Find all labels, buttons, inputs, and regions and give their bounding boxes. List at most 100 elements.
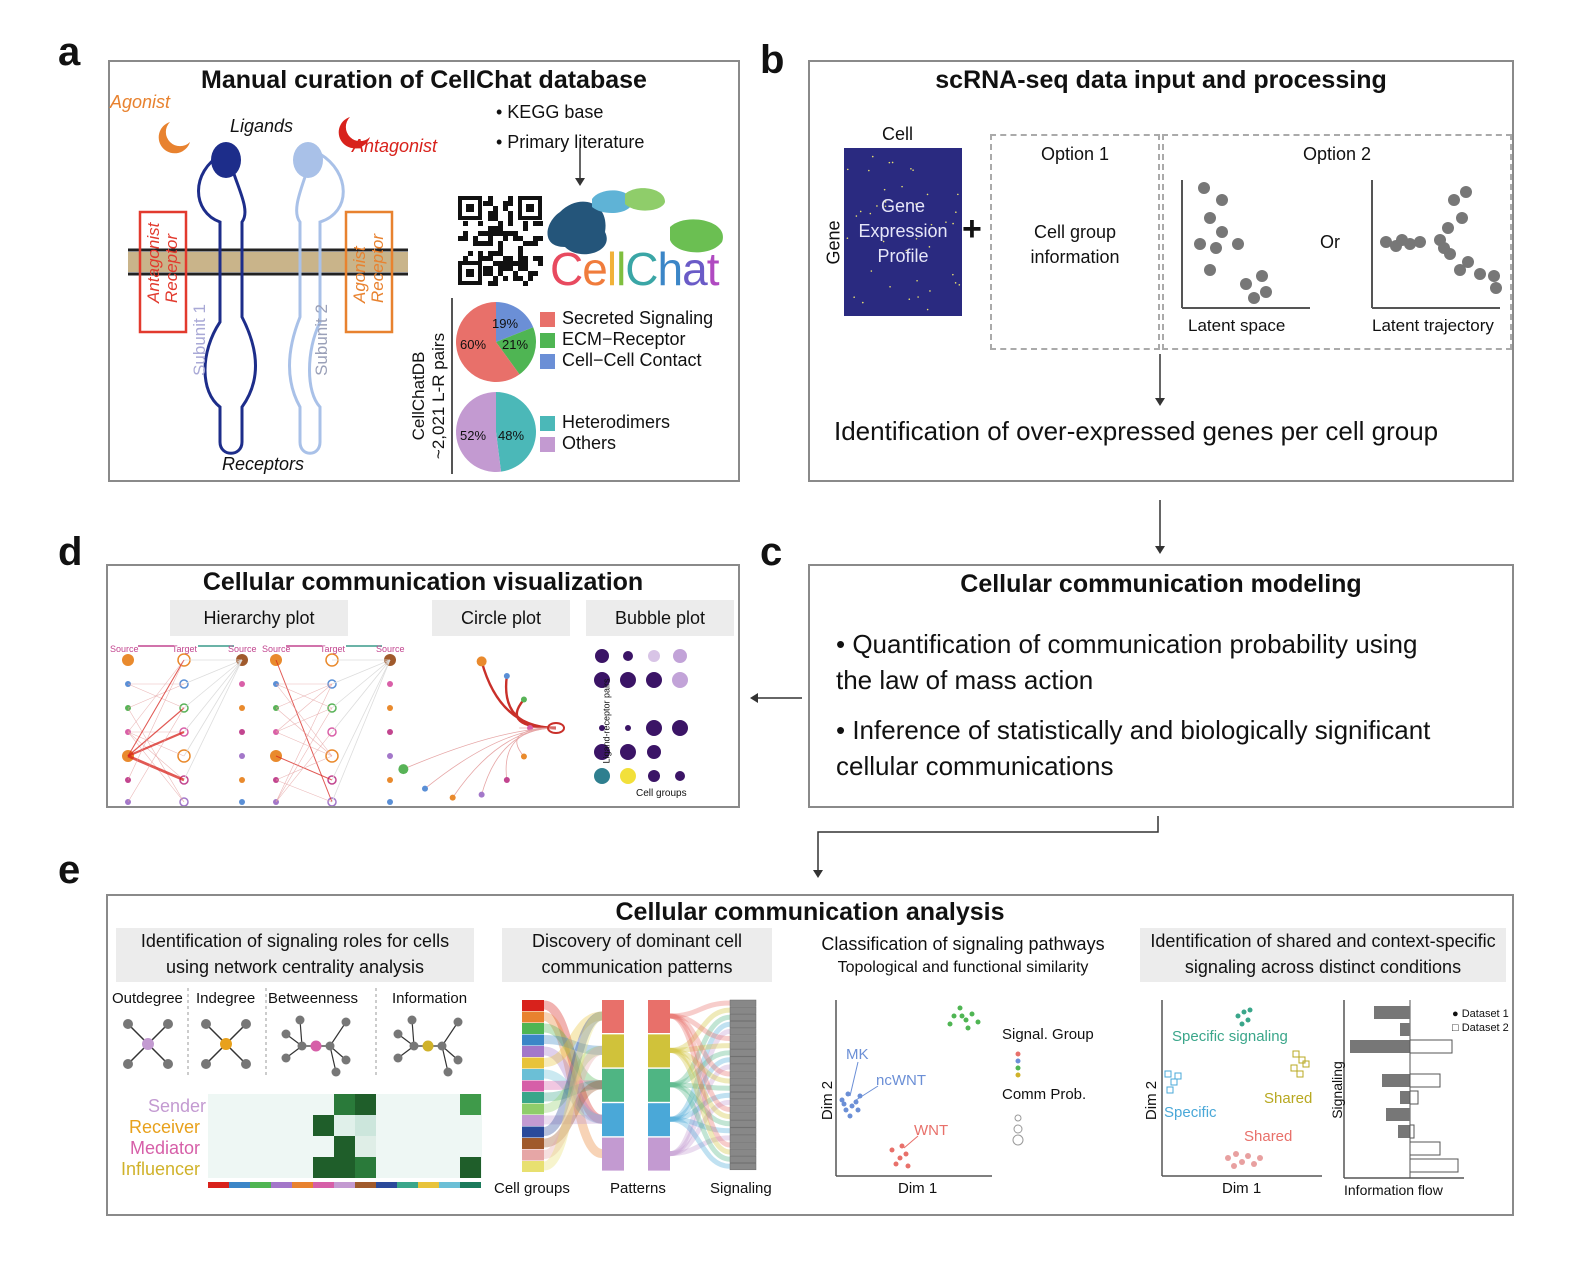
hier-edge <box>331 659 391 709</box>
scatter3-point <box>957 1005 963 1011</box>
scatter4-xlabel: Dim 1 <box>1222 1180 1262 1197</box>
circle-node <box>478 791 485 798</box>
alluvial-signaling <box>729 1148 757 1156</box>
bubble-point <box>625 725 631 731</box>
alluvial-flow <box>542 1011 604 1171</box>
heatmap-cell <box>355 1136 376 1157</box>
pie-heterodimers <box>456 392 537 472</box>
bullet-quantification: • Quantification of communication probab… <box>836 629 1418 695</box>
centrality-edge <box>441 1021 459 1047</box>
panel-e: Cellular communication analysis Identifi… <box>106 894 1514 1216</box>
heatmap-color-strip <box>313 1182 334 1188</box>
hier-source-3: Source <box>262 644 291 654</box>
circle-edge <box>452 727 557 798</box>
alluvial-cellgroup <box>522 1000 544 1011</box>
alluvial-flow <box>669 1082 731 1162</box>
cell-label: Cell <box>882 124 914 144</box>
latent-trajectory-point <box>1448 194 1460 206</box>
outdegree-label: Outdegree <box>112 990 183 1007</box>
bubble-point <box>646 672 662 688</box>
alluvial-flow <box>669 1013 731 1112</box>
alluvial-cellgroup <box>522 1011 544 1023</box>
latent-trajectory-point <box>1380 236 1392 248</box>
scatter3-point <box>843 1107 849 1113</box>
scatter3-legend-dot <box>1015 1058 1021 1064</box>
latent-space-point <box>1240 278 1252 290</box>
bar-dataset2 <box>1409 1141 1441 1156</box>
bubble-point <box>647 745 661 759</box>
panel-d: Cellular communication visualization Hie… <box>106 564 740 808</box>
panel-d-title: Cellular communication visualization <box>202 568 644 596</box>
alluvial-pattern <box>602 1000 624 1033</box>
centrality-node <box>407 1015 417 1025</box>
centrality-node <box>241 1059 251 1069</box>
hier-source-1: Source <box>110 644 139 654</box>
alluvial-pattern <box>602 1034 624 1068</box>
hier-edge <box>275 707 333 733</box>
latent-trajectory-point <box>1456 212 1468 224</box>
bar-dataset1 <box>1400 1023 1410 1036</box>
hier-edge <box>183 659 243 733</box>
latent-space-point <box>1194 238 1206 250</box>
scatter4-point <box>1239 1021 1245 1027</box>
latent-space-point <box>1198 182 1210 194</box>
hier-edge <box>275 683 333 803</box>
cell-blob-2 <box>592 190 632 214</box>
subunit1-shape <box>197 152 257 455</box>
alluvial-signaling <box>729 1134 757 1142</box>
alluvial-pattern <box>602 1137 624 1171</box>
centrality-node <box>443 1067 453 1077</box>
alluvial-signaling <box>729 1077 757 1085</box>
bubble-point <box>594 744 610 760</box>
alluvial-cellgroup <box>522 1092 544 1103</box>
panel-c: Cellular communication modeling • Quanti… <box>808 564 1514 808</box>
heatmap-color-strip <box>229 1182 250 1188</box>
heatmap-cell <box>355 1094 376 1115</box>
hier-edge <box>127 659 185 781</box>
alluvial-flow <box>543 1114 603 1125</box>
panel-label-d: d <box>58 530 83 574</box>
scatter4-point <box>1235 1013 1241 1019</box>
plus-sign: + <box>962 210 982 248</box>
antagonist-receptor-box <box>138 210 188 334</box>
alluvial-signaling <box>729 1163 757 1171</box>
alluvial-flow <box>543 1080 603 1102</box>
legend-secreted: Secreted Signaling <box>562 308 714 328</box>
bar-dataset1 <box>1398 1125 1410 1138</box>
scatter4-ylabel: Dim 2 <box>1143 1080 1161 1121</box>
scatter3-legend-dot <box>1015 1072 1021 1078</box>
hier-edge <box>331 659 391 733</box>
hier-edge <box>275 683 333 709</box>
heatmap-cell <box>313 1157 334 1178</box>
option1-title: Option 1 <box>1040 144 1110 164</box>
latent-trajectory-point <box>1442 222 1454 234</box>
bar-legend-dataset2: □ Dataset 2 <box>1452 1022 1509 1034</box>
pie1-label-21: 21% <box>502 337 529 352</box>
bubble-point <box>673 649 687 663</box>
scatter4-point <box>1170 1078 1178 1086</box>
pie1-label-60: 60% <box>460 337 487 352</box>
alluvial-flow <box>543 1046 603 1124</box>
scatter4-point <box>1247 1007 1253 1013</box>
bubble-point <box>594 768 610 784</box>
alluvial-signaling <box>729 1106 757 1114</box>
alluvial-cellgroup <box>522 1034 544 1046</box>
scatter3-point <box>849 1103 855 1109</box>
bar-legend-dataset1: ● Dataset 1 <box>1452 1008 1509 1020</box>
hier-source-node <box>239 729 245 735</box>
bar-dataset2 <box>1409 1073 1441 1088</box>
circle-node <box>503 777 510 784</box>
alluvial-cellgroup <box>522 1115 544 1126</box>
scatter-label-wnt: WNT <box>914 1122 949 1139</box>
alluvial-flow <box>669 1000 731 1019</box>
alluvial-cellgroups: Cell groups <box>494 1180 570 1197</box>
role-receiver: Receiver <box>128 1117 200 1137</box>
alluvial-cellgroup <box>522 1023 544 1034</box>
alluvial-flow <box>669 1082 731 1091</box>
panel-label-a: a <box>58 30 81 74</box>
latent-trajectory-point <box>1488 270 1500 282</box>
centrality-center <box>142 1038 154 1050</box>
scatter3-legend-size <box>1013 1124 1023 1134</box>
centrality-node <box>393 1029 403 1039</box>
heatmap-cell <box>460 1157 481 1178</box>
